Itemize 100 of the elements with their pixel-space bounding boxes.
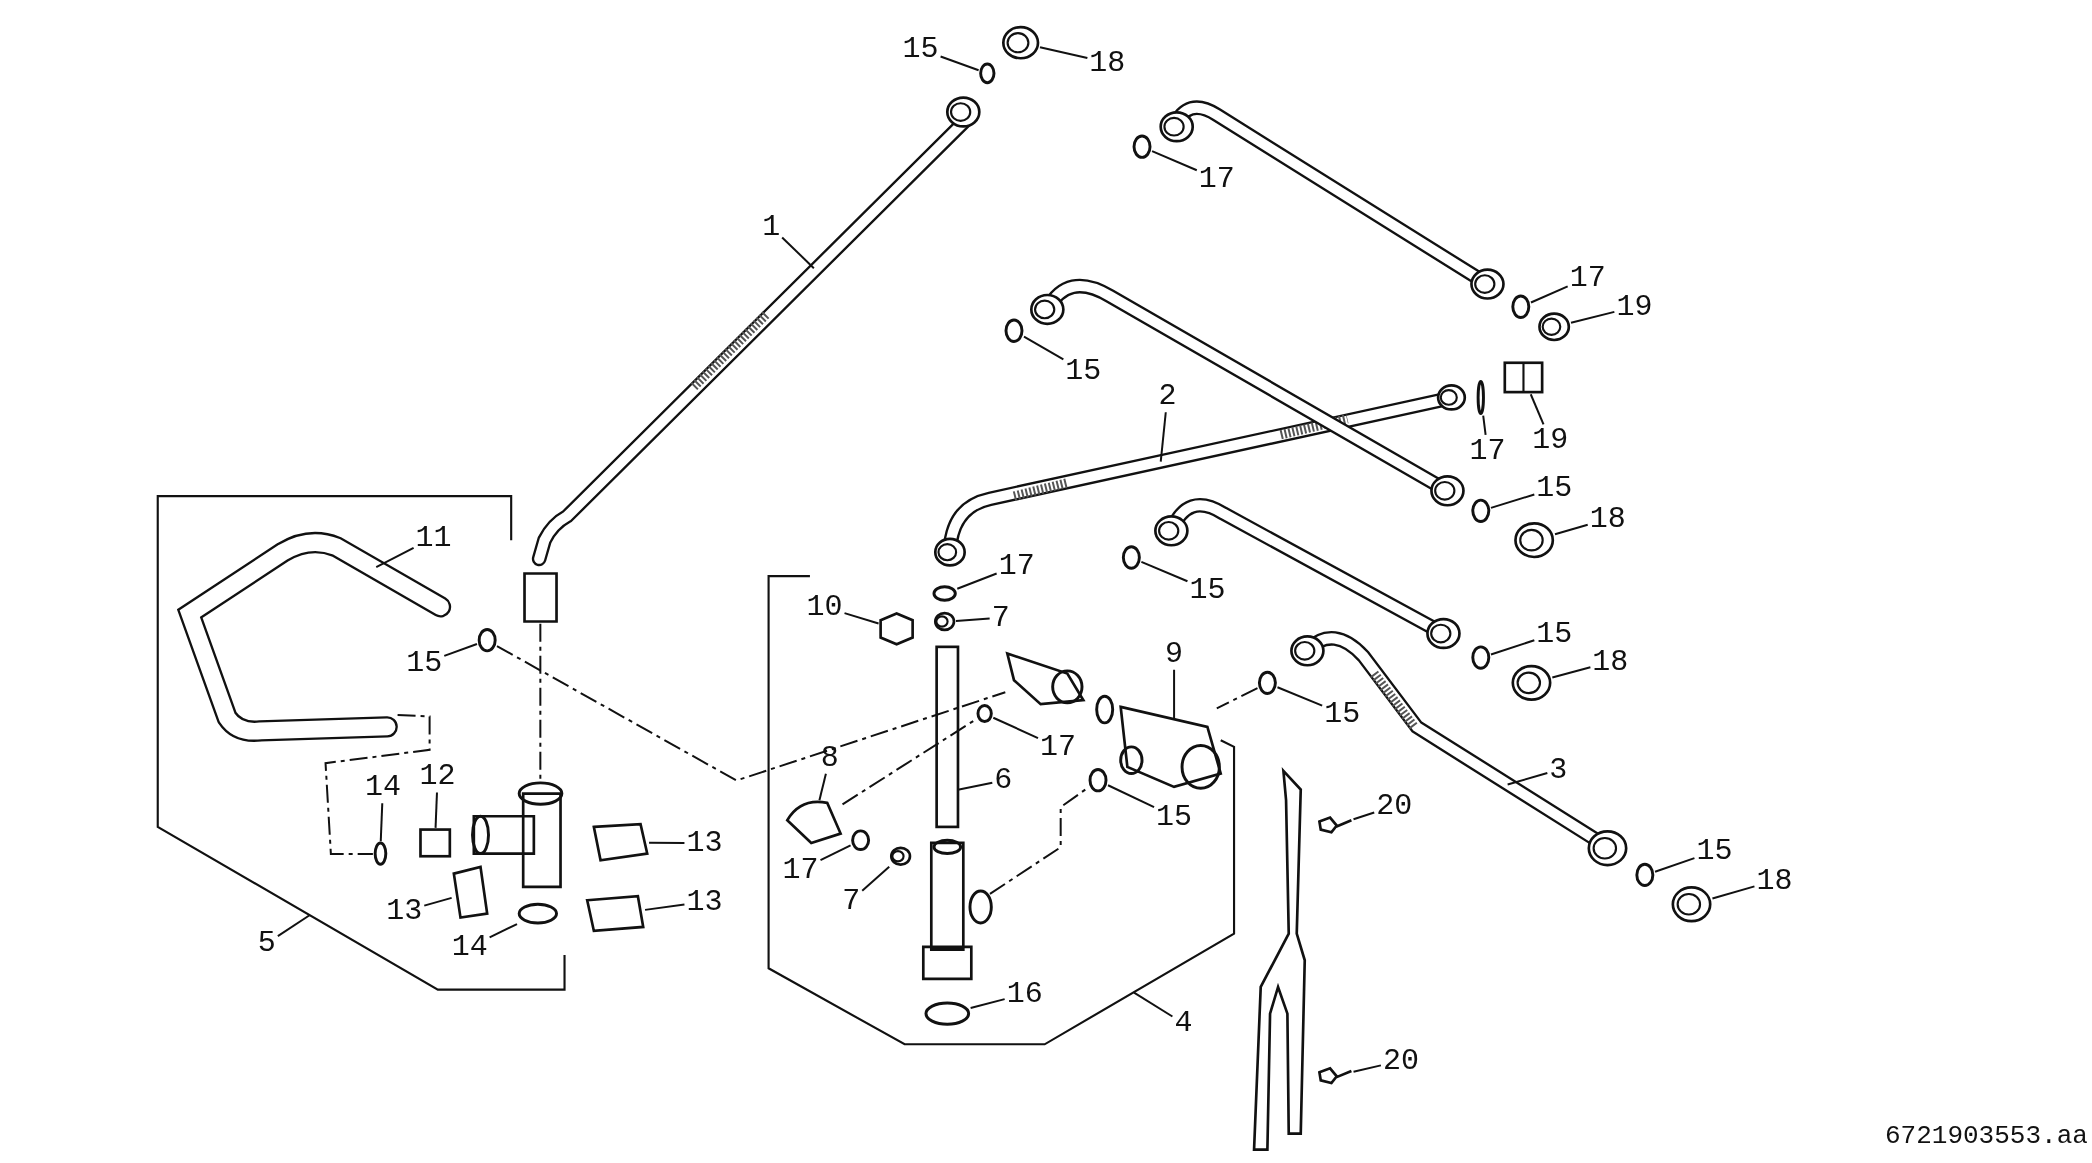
leader-line [1151,150,1198,172]
callout-number: 15 [1322,697,1363,730]
callout-number: 5 [255,927,278,960]
o-ring [1132,134,1152,159]
o-ring [373,841,388,866]
leader-line [1140,560,1189,583]
leader-line [818,772,827,802]
callout-number: 18 [1754,864,1795,897]
callout-number: 14 [362,771,403,804]
callout-number: 13 [684,827,725,860]
callout-number: 3 [1547,753,1570,786]
union-nut [1514,522,1555,559]
center-line [496,645,1007,782]
leader-line [1489,639,1536,656]
retaining-clip [592,822,649,862]
callout-number: 4 [1172,1007,1195,1040]
center-line [1215,687,1259,710]
leader-line [1489,493,1536,509]
leader-line [375,546,415,569]
leader-line [1554,523,1589,536]
callout-number: 17 [996,549,1037,582]
leader-line [1159,411,1167,463]
callout-number: 13 [384,895,425,928]
leader-line [781,236,815,270]
pipe-fitting [921,838,993,981]
retaining-clip [452,865,489,920]
o-ring [1088,768,1108,793]
pipe-fitting [1005,651,1086,706]
leader-line [443,643,478,657]
elbow-fitting [785,800,842,845]
hex-nut [1503,361,1544,394]
union-nut [933,611,956,632]
union-nut [889,846,912,866]
leader-line [969,998,1006,1009]
o-ring [851,829,871,852]
o-ring [924,1001,971,1026]
valve [1119,705,1223,790]
pipe [1159,100,1505,300]
tube [935,645,960,829]
callout-number: 17 [1567,261,1608,294]
leader-line [276,914,311,938]
callout-number: 11 [413,521,454,554]
plug [419,828,452,858]
leader-line [1570,310,1616,324]
union-nut [1002,25,1040,60]
leader-line [1352,1064,1382,1073]
callout-number: 20 [1374,789,1415,822]
callout-number: 18 [1590,645,1631,678]
leader-line [1133,991,1174,1018]
leader-line [1276,686,1324,707]
o-ring [1257,670,1277,695]
leader-line [423,896,453,907]
callout-number: 13 [684,885,725,918]
leader-line [1482,414,1487,436]
o-ring [517,902,558,925]
pipe [1030,278,1465,507]
leader-line [379,802,384,843]
o-ring [1004,318,1024,343]
leader-line [1107,784,1156,809]
union-nut [1671,886,1712,923]
o-ring [477,628,497,653]
leader-line [1039,46,1089,60]
leader-line [1529,285,1569,304]
center-line [841,718,977,806]
leader-line [954,617,991,622]
cap-nut [879,612,914,646]
leader-line [488,923,518,939]
callout-number: 15 [1063,354,1104,387]
leader-line [1529,393,1545,426]
callout-number: 17 [780,853,821,886]
callout-number: 18 [1587,503,1628,535]
mounting-rail [1252,767,1307,1151]
tee-fitting [471,781,564,889]
o-ring [1476,379,1485,415]
callout-number: 17 [1038,731,1078,764]
callout-number: 7 [840,884,863,917]
callout-number: 8 [818,741,841,774]
callout-number: 1 [760,210,783,243]
callout-number: 16 [1004,977,1045,1010]
callout-number: 17 [1467,434,1508,467]
leader-line [1023,335,1065,361]
leader-line [992,716,1039,740]
leader-line [956,781,994,791]
callout-number: 17 [1196,162,1237,195]
callout-number: 15 [404,647,445,680]
center-line [324,714,431,855]
leader-line [644,903,686,911]
o-ring [1095,694,1115,725]
leader-line [1173,668,1176,721]
pipe-fitting [523,572,558,623]
callout-number: 7 [989,601,1012,634]
drawing-number: 6721903553.aa [1884,1122,2089,1150]
leader-line [1551,666,1592,679]
callout-number: 6 [992,764,1015,797]
callout-number: 20 [1380,1044,1421,1077]
o-ring [976,704,993,723]
screw [1318,1066,1353,1085]
retaining-clip [585,894,645,933]
callout-number: 15 [1154,800,1195,833]
callout-number: 18 [1087,46,1128,79]
